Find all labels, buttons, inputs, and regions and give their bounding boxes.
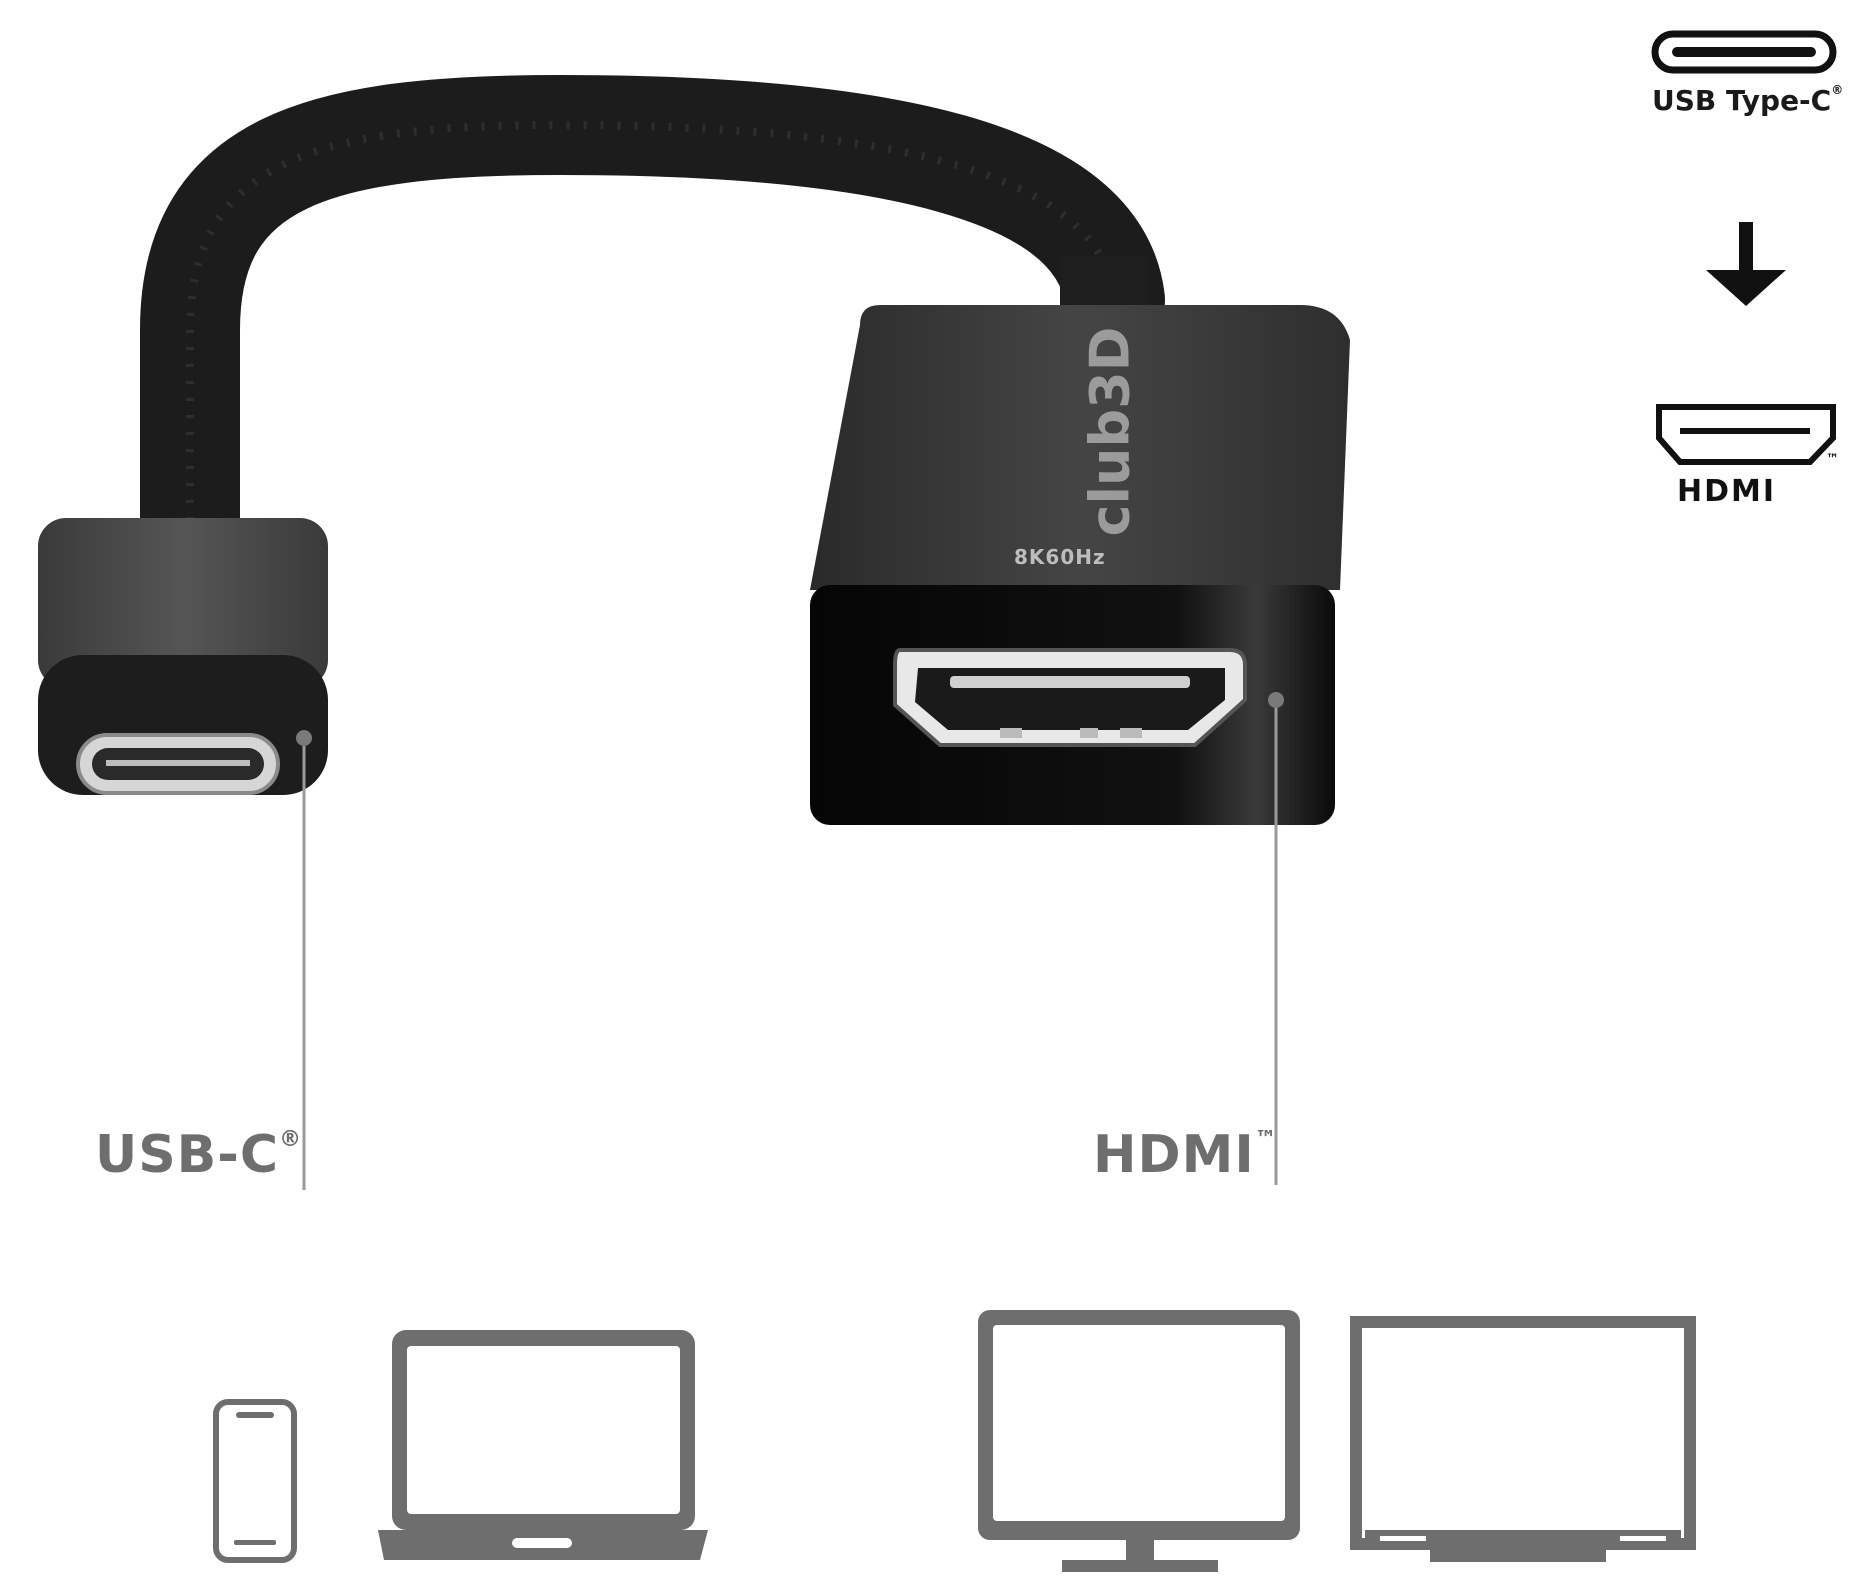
usb-c-connector: [38, 518, 328, 795]
hdmi-port-icon: [1656, 404, 1836, 465]
callout-lines: [296, 692, 1284, 1190]
usb-c-label-text: USB-C: [95, 1125, 280, 1185]
usb-c-label: USB-C®: [95, 1125, 302, 1185]
usb-c-port-icon: [1651, 30, 1837, 74]
hdmi-logo-mark: ™: [1826, 452, 1839, 467]
cable: [140, 74, 1165, 570]
hdmi-label-mark: ™: [1254, 1126, 1278, 1152]
hdmi-adapter: [810, 255, 1350, 825]
usb-c-label-mark: ®: [279, 1126, 303, 1152]
hdmi-label-text: HDMI: [1093, 1125, 1255, 1185]
usb-type-c-legend-text: USB Type-C: [1652, 84, 1832, 117]
monitor-icon: [978, 1310, 1300, 1572]
brand-logo: club3D: [1078, 326, 1142, 537]
smartphone-icon: [213, 1399, 297, 1563]
arrow-down-icon: [1706, 222, 1786, 306]
hdmi-logo: HDMI: [1677, 474, 1777, 509]
hdmi-label: HDMI™: [1093, 1125, 1278, 1185]
resolution-print: 8K60Hz: [1014, 545, 1106, 569]
usb-type-c-legend: USB Type-C®: [1652, 82, 1844, 117]
laptop-icon: [378, 1330, 708, 1560]
usb-type-c-legend-mark: ®: [1831, 82, 1844, 97]
tv-icon: [1350, 1316, 1696, 1562]
